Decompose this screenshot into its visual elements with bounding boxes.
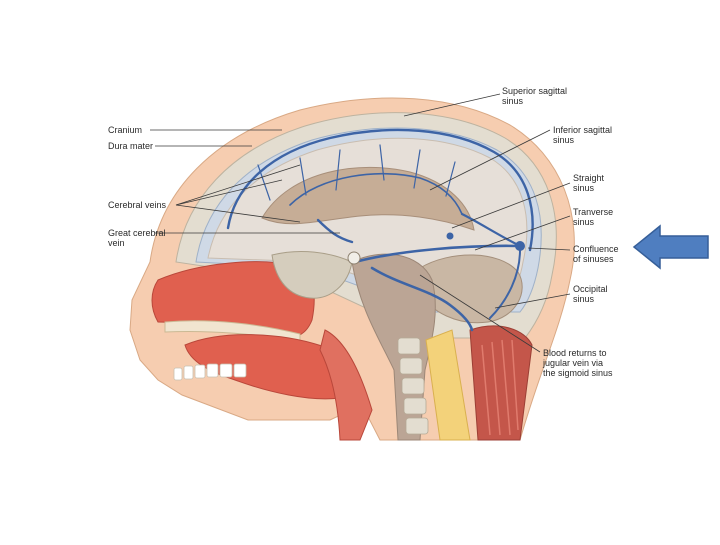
straight-sinus-node [447,233,454,240]
label-cranium: Cranium [108,125,142,135]
great-cerebral-node [348,252,360,264]
confluence-of-sinuses [515,241,525,251]
label-blood-returns: Blood returns to jugular vein via the si… [543,348,613,378]
label-confluence-of-sinuses: Confluence of sinuses [573,244,619,264]
label-great-cerebral-vein: Great cerebral vein [108,228,166,248]
label-superior-sagittal-sinus: Superior sagittal sinus [502,86,567,106]
label-inferior-sagittal-sinus: Inferior sagittal sinus [553,125,612,145]
label-straight-sinus: Straight sinus [573,173,604,193]
label-dura-mater: Dura mater [108,141,153,151]
label-transverse-sinus: Tranverse sinus [573,207,613,227]
label-occipital-sinus: Occipital sinus [573,284,608,304]
label-cerebral-veins: Cerebral veins [108,200,166,210]
pointer-arrow-icon [634,226,708,268]
